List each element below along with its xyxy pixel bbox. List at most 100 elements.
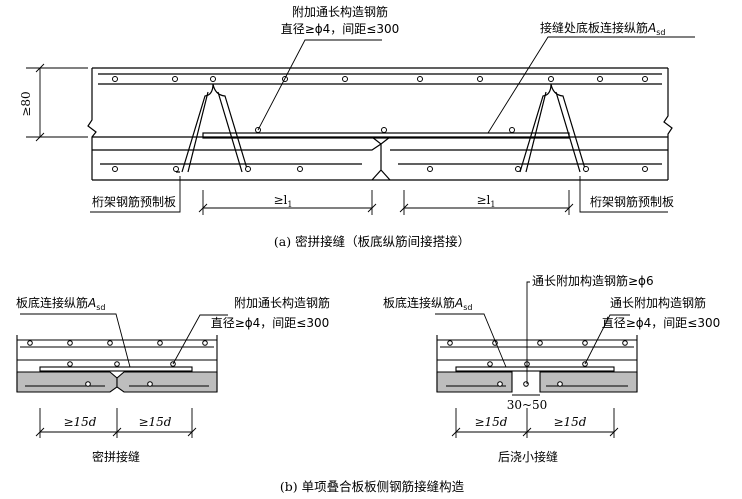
- tick: [187, 427, 197, 437]
- bl-panel-right: [116, 371, 218, 393]
- bar-dot: [27, 340, 33, 346]
- bar-dot: [112, 166, 118, 172]
- joint-v: [371, 136, 391, 181]
- bar-dot: [622, 340, 628, 346]
- bl-label-left-sub: sd: [96, 303, 105, 312]
- truss-left: [176, 83, 249, 173]
- caption-b: (b) 单项叠合板板侧钢筋接缝构造: [280, 479, 465, 494]
- bl-leader-right: [172, 314, 228, 365]
- leader-left-panel: [90, 176, 181, 213]
- bar-dot: [172, 76, 178, 82]
- br-gap-dim: 30~50: [507, 398, 548, 412]
- bl-label-left-text: 板底连接纵筋: [16, 295, 88, 310]
- leaders-b-right: [435, 281, 630, 438]
- bar-dot: [342, 76, 348, 82]
- bar-dot: [557, 381, 563, 387]
- diagram-b-right: [436, 335, 638, 393]
- tick: [198, 203, 208, 213]
- tick: [399, 203, 409, 213]
- bar-dot: [509, 127, 515, 133]
- tick: [564, 203, 574, 213]
- label-a-left-panel: 桁架钢筋预制板: [92, 194, 176, 209]
- tick: [609, 427, 619, 437]
- bar-dot: [427, 166, 433, 172]
- break-left: [87, 68, 97, 180]
- bar-dot: [245, 166, 251, 172]
- tick: [112, 427, 122, 437]
- leader-top-right: [487, 36, 695, 134]
- br-leader-right: [584, 314, 630, 365]
- bar-dot: [582, 340, 588, 346]
- bar-dot: [67, 340, 73, 346]
- bar-dot: [642, 76, 648, 82]
- bar-dot: [107, 340, 113, 346]
- height-tick1: [35, 63, 45, 73]
- lap-dim-right-sub: 1: [490, 200, 495, 209]
- bar-dot: [112, 76, 118, 82]
- bar-dot: [497, 381, 503, 387]
- label-a-top-right-text: 接缝处底板连接纵筋: [540, 20, 648, 35]
- bl-slab-outline: [16, 335, 218, 392]
- br-panel-right: [539, 371, 638, 393]
- bar-dot: [548, 76, 554, 82]
- bar-dot: [477, 76, 483, 82]
- lap-dim-right-label: ≥l1: [477, 193, 496, 209]
- br-label-right-1: 通长附加构造钢筋: [610, 295, 706, 310]
- bl-leader-left: [20, 313, 131, 368]
- label-a-top-right: 接缝处底板连接纵筋Asd: [540, 20, 665, 37]
- br-slab-outline: [436, 335, 638, 392]
- br-leader-top: [526, 281, 530, 384]
- bar-dot: [583, 166, 589, 172]
- label-a-top-right-sub: sd: [656, 28, 665, 37]
- height-tick2: [35, 132, 45, 142]
- diagram-b-left-dots: [27, 340, 208, 387]
- diagram-b-left: [16, 335, 218, 393]
- bar-dot: [487, 361, 493, 367]
- bl-label-left: 板底连接纵筋Asd: [16, 295, 105, 312]
- br-lap-bar: [455, 366, 615, 372]
- br-dim-left: ≥15d: [474, 415, 507, 429]
- tick: [367, 203, 377, 213]
- tick: [522, 427, 532, 437]
- br-leader-left: [435, 313, 507, 368]
- lap-dim-left-text: ≥l: [274, 193, 288, 207]
- bar-dot: [210, 76, 216, 82]
- lap-dim-left-label: ≥l1: [274, 193, 293, 209]
- bl-label-right-2: 直径≥ϕ4，间距≤300: [211, 316, 330, 330]
- diagram-b-right-dots: [447, 340, 628, 387]
- caption-a: (a) 密拼接缝（板底纵筋间接搭接）: [274, 234, 470, 249]
- bar-dot: [297, 166, 303, 172]
- bl-label-right-1: 附加通长构造钢筋: [234, 295, 330, 310]
- bar-dot: [173, 166, 179, 172]
- br-label-left-text: 板底连接纵筋: [383, 295, 455, 310]
- tick: [451, 427, 461, 437]
- bar-dot: [417, 76, 423, 82]
- left-panel-top: [92, 143, 382, 151]
- bl-caption: 密拼接缝: [92, 449, 140, 464]
- diagram-a: [87, 67, 673, 181]
- leader-top-left: [257, 39, 382, 131]
- bar-dot: [157, 340, 163, 346]
- tick: [35, 427, 45, 437]
- label-a-top-left-2: 直径≥ϕ4，间距≤300: [281, 22, 400, 36]
- bl-label-left-sym: A: [87, 296, 96, 310]
- label-a-top-left-1: 附加通长构造钢筋: [292, 4, 388, 19]
- height-dim-label: ≥80: [19, 91, 33, 116]
- br-dim-right: ≥15d: [553, 415, 586, 429]
- bar-dot: [537, 340, 543, 346]
- leaders-b-left: [20, 313, 228, 438]
- br-label-left-sym: A: [454, 296, 463, 310]
- bar-dot: [114, 361, 120, 367]
- label-a-top-right-sym: A: [647, 21, 656, 35]
- bar-dot: [202, 340, 208, 346]
- diagram-a-bar-dots: [112, 76, 648, 172]
- lap-dim-left-sub: 1: [287, 200, 292, 209]
- bar-dot: [147, 381, 153, 387]
- truss-left-b: [187, 91, 243, 173]
- leaders-a: [26, 36, 695, 215]
- break-right: [663, 68, 673, 180]
- bar-dot: [447, 340, 453, 346]
- bl-dim-right: ≥15d: [138, 415, 171, 429]
- bar-dot: [597, 76, 603, 82]
